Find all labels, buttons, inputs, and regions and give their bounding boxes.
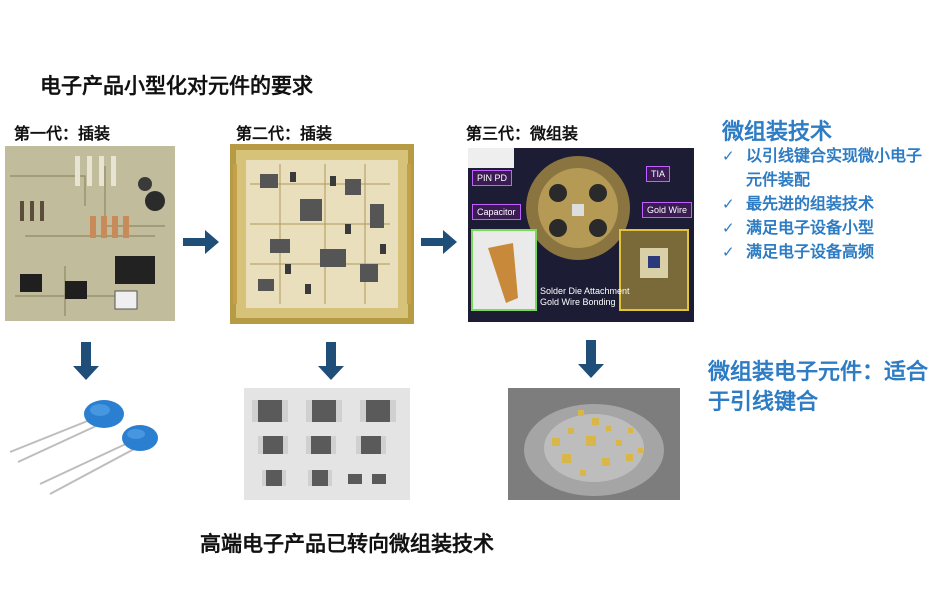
pin-pd-label: PIN PD [472, 170, 513, 186]
gen3-label: 第三代：微组装 [466, 124, 579, 143]
check-icon: ✓ [722, 147, 735, 165]
arrow-right-icon [183, 230, 219, 254]
side-feature-list: ✓ 以引线键合实现微小电子元件装配 ✓ 最先进的组装技术 ✓ 满足电子设备小型 ✓ 满足… [722, 144, 932, 264]
solder-caption: Solder Die Attachment Gold Wire Bonding [540, 286, 630, 308]
solder-caption-line2: Gold Wire Bonding [540, 297, 616, 307]
list-item-text: 最先进的组装技术 [746, 194, 875, 213]
arrow-down-icon [73, 342, 99, 380]
side-note: 微组装电子元件：适合于引线键合 [708, 360, 929, 415]
micro-chips-photo [508, 388, 680, 500]
list-item: ✓ 最先进的组装技术 [722, 192, 932, 216]
capacitor-label: Capacitor [472, 204, 521, 220]
gen2-label: 第二代：插装 [236, 124, 333, 143]
gen3-microassembly-photo: PIN PD TIA Capacitor Gold Wire Solder Di… [468, 148, 694, 322]
list-item-text: 满足电子设备高频 [746, 242, 875, 261]
gen1-pcb-photo [5, 146, 175, 321]
arrow-right-icon [421, 230, 457, 254]
check-icon: ✓ [722, 195, 735, 213]
list-item: ✓ 满足电子设备高频 [722, 240, 932, 264]
list-item-text: 以引线键合实现微小电子元件装配 [746, 146, 923, 189]
solder-caption-line1: Solder Die Attachment [540, 286, 630, 296]
list-item-text: 满足电子设备小型 [746, 218, 875, 237]
smd-chips-photo [244, 388, 410, 500]
bottom-caption: 高端电子产品已转向微组装技术 [200, 532, 494, 556]
tia-label: TIA [646, 166, 671, 182]
check-icon: ✓ [722, 243, 735, 261]
side-title: 微组装技术 [722, 120, 833, 145]
list-item: ✓ 满足电子设备小型 [722, 216, 932, 240]
arrow-down-icon [318, 342, 344, 380]
arrow-down-icon [578, 340, 604, 378]
gold-wire-label: Gold Wire [642, 202, 693, 218]
page-title: 电子产品小型化对元件的要求 [40, 74, 313, 98]
gen1-label: 第一代：插装 [14, 124, 111, 143]
gen2-module-photo [230, 144, 414, 324]
check-icon: ✓ [722, 219, 735, 237]
list-item: ✓ 以引线键合实现微小电子元件装配 [722, 144, 932, 192]
varistor-photo [0, 392, 170, 500]
